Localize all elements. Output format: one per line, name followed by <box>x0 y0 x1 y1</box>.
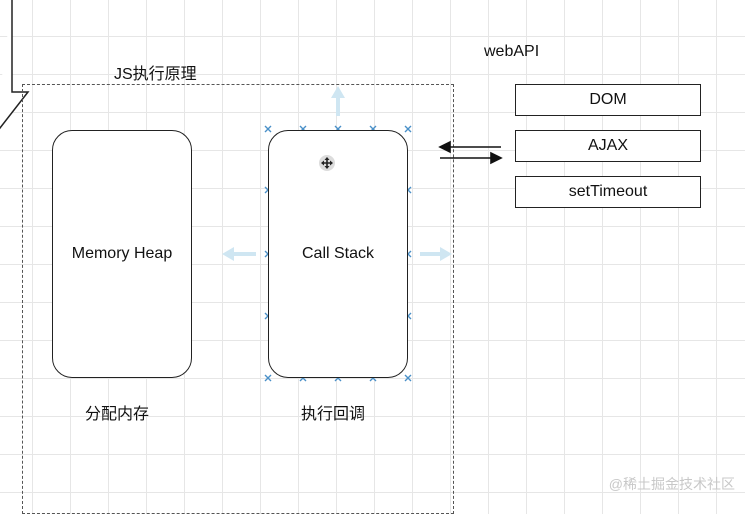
handle-marker <box>264 374 272 382</box>
webapi-ajax-box[interactable]: AJAX <box>515 130 701 162</box>
webapi-ajax-label: AJAX <box>587 137 628 154</box>
handle-marker <box>404 374 412 382</box>
frame-title: JS执行原理 <box>114 66 197 83</box>
handle-marker <box>264 125 272 133</box>
memory-heap-label: Memory Heap <box>71 245 173 262</box>
connector-hints <box>222 86 452 261</box>
memory-heap-caption: 分配内存 <box>85 406 150 423</box>
call-stack-box[interactable]: Call Stack <box>268 130 408 378</box>
memory-heap-box[interactable]: Memory Heap <box>52 130 192 378</box>
call-stack-caption: 执行回调 <box>301 406 366 423</box>
watermark: @稀土掘金技术社区 <box>608 476 735 492</box>
connector-hint-right <box>420 247 452 261</box>
connector-hint-up <box>331 86 345 116</box>
incoming-arrow <box>0 0 30 130</box>
handle-marker <box>404 125 412 133</box>
webapi-title: webAPI <box>484 43 540 60</box>
webapi-dom-box[interactable]: DOM <box>515 84 701 116</box>
connector-hint-left <box>222 247 256 261</box>
call-stack-label: Call Stack <box>301 245 375 262</box>
webapi-dom-label: DOM <box>589 91 627 108</box>
webapi-settimeout-box[interactable]: setTimeout <box>515 176 701 208</box>
webapi-settimeout-label: setTimeout <box>568 183 648 200</box>
